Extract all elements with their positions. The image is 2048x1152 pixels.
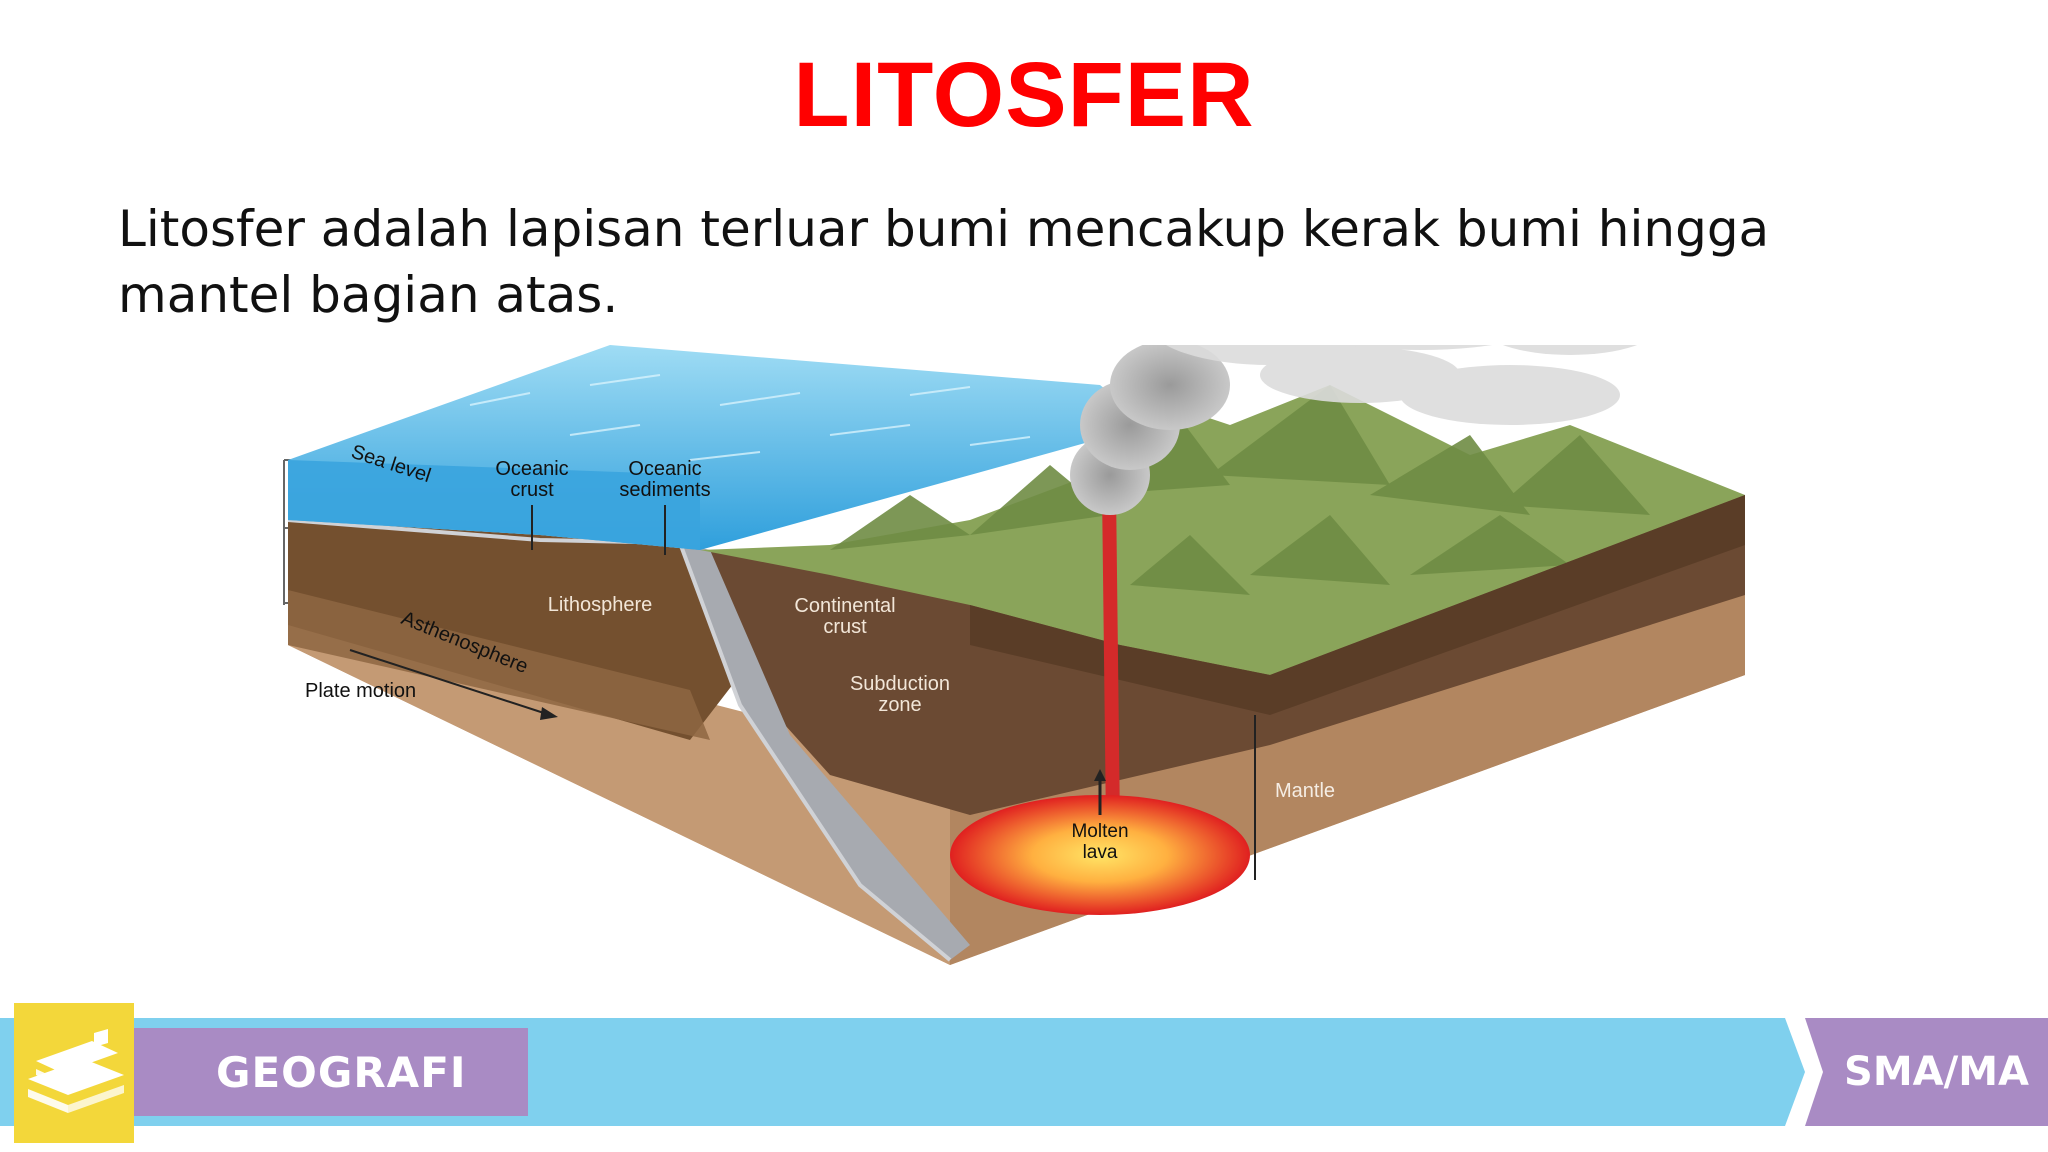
level-label: SMA/MA	[1844, 1049, 2029, 1095]
subduction-slab-edge	[287, 518, 952, 962]
mantle-front	[288, 595, 950, 965]
label-mantle: Mantle	[1275, 780, 1335, 802]
label-molten-lava-2: lava	[1083, 842, 1118, 863]
magma-conduit	[1102, 490, 1120, 825]
label-oceanic-crust-2: crust	[510, 479, 554, 501]
label-plate-motion: Plate motion	[305, 680, 416, 702]
lithosphere-diagram: Sea level Oceanic crust Oceanic sediment…	[283, 345, 1745, 965]
magma-chamber	[950, 795, 1250, 915]
wave-marks	[469, 374, 1031, 461]
subduction-slab	[680, 543, 970, 960]
label-continental-crust-2: crust	[823, 616, 867, 638]
label-oceanic-sediments-2: sediments	[619, 479, 710, 501]
label-lithosphere: Lithosphere	[548, 594, 653, 616]
sea-front	[288, 460, 700, 550]
books-icon	[28, 1029, 124, 1113]
label-molten-lava: Molten	[1071, 821, 1128, 842]
volcanic-smoke	[1070, 345, 1230, 515]
clouds	[1166, 345, 1638, 425]
label-oceanic-sediments: Oceanic	[628, 458, 701, 480]
subject-box: GEOGRAFI	[134, 1028, 528, 1116]
asthenosphere-band	[288, 590, 710, 740]
plate-motion-arrow	[349, 649, 551, 716]
slide-description: Litosfer adalah lapisan terluar bumi men…	[118, 200, 1770, 324]
level-badge-shape	[1785, 1018, 2048, 1126]
slide-title: LITOSFER	[793, 44, 1255, 146]
subject-label: GEOGRAFI	[216, 1047, 467, 1097]
soil-edge	[970, 495, 1745, 715]
book-logo	[14, 1003, 134, 1143]
level-badge: SMA/MA	[1765, 1018, 2048, 1126]
label-oceanic-crust: Oceanic	[495, 458, 568, 480]
label-subduction-zone: Subduction	[850, 673, 950, 695]
label-continental-crust: Continental	[794, 595, 895, 617]
label-subduction-zone-2: zone	[878, 694, 921, 716]
